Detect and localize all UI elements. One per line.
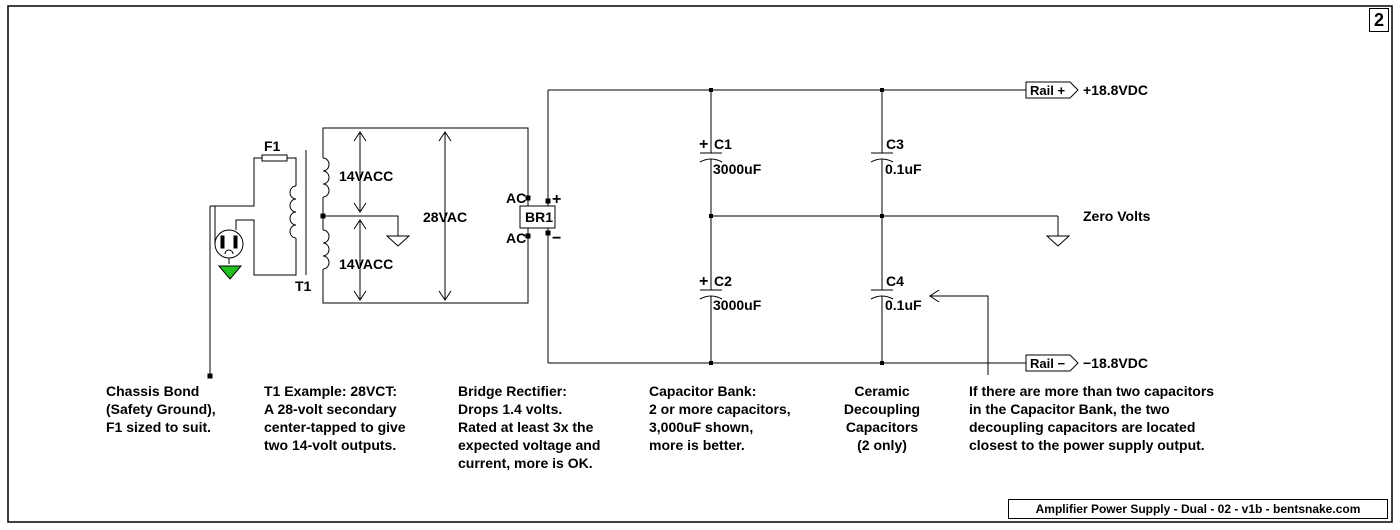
label-ac-top: AC (506, 190, 526, 206)
note-chassis-bond: Chassis Bond (Safety Ground), F1 sized t… (106, 383, 216, 435)
label-bridge-plus: + (552, 191, 561, 208)
label-zero-volts: Zero Volts (1083, 208, 1151, 224)
arrow-14vacc-bottom (353, 219, 367, 301)
rail-negative-tag (1025, 354, 1079, 372)
label-c3-value: 0.1uF (885, 161, 922, 177)
ac-outlet (214, 229, 244, 259)
title-block: Amplifier Power Supply - Dual - 02 - v1b… (1008, 499, 1388, 519)
ground-icon-center-tap (385, 235, 411, 247)
arrow-28vac (438, 131, 452, 301)
label-br1: BR1 (525, 209, 553, 225)
label-bridge-minus: − (552, 230, 561, 247)
arrow-14vacc-top (353, 131, 367, 213)
label-rail-positive-voltage: +18.8VDC (1083, 82, 1148, 98)
bridge-rectifier-br1 (519, 205, 556, 229)
note-capacitor-bank: Capacitor Bank: 2 or more capacitors, 3,… (649, 383, 791, 453)
label-c1-plus: + (699, 136, 708, 153)
wire-fuse-out (287, 157, 297, 186)
label-c2-plus: + (699, 273, 708, 290)
sheet-number: 2 (1369, 8, 1389, 32)
note-transformer: T1 Example: 28VCT: A 28-volt secondary c… (264, 383, 406, 453)
label-c2-value: 3000uF (713, 297, 762, 313)
label-c3: C3 (886, 136, 904, 152)
label-c4: C4 (886, 273, 904, 289)
chassis-bond-terminal (207, 373, 213, 379)
note-decoupling-placement: If there are more than two capacitors in… (969, 383, 1215, 453)
ground-icon-zero-volts (1045, 235, 1071, 247)
label-28vac: 28VAC (423, 209, 467, 225)
sheet-border (7, 5, 1393, 523)
transformer-primary (289, 185, 297, 239)
transformer-secondary-top (322, 157, 330, 198)
label-rail-negative-voltage: −18.8VDC (1083, 355, 1148, 371)
label-t1: T1 (295, 278, 312, 294)
label-c4-value: 0.1uF (885, 297, 922, 313)
earth-ground-icon (217, 265, 243, 280)
note-ceramic-decoupling: Ceramic Decoupling Capacitors (2 only) (843, 383, 921, 453)
rail-positive-tag (1025, 81, 1079, 99)
label-14vacc-bottom: 14VACC (339, 256, 393, 272)
label-14vacc-top: 14VACC (339, 168, 393, 184)
label-c2: C2 (714, 273, 732, 289)
label-ac-bottom: AC (506, 230, 526, 246)
label-c1-value: 3000uF (713, 161, 762, 177)
wire-neutral (235, 219, 297, 276)
fuse-f1 (261, 154, 288, 162)
label-rail-positive-tag: Rail + (1030, 83, 1065, 98)
label-f1: F1 (264, 138, 281, 154)
label-c1: C1 (714, 136, 732, 152)
note-bridge-rectifier: Bridge Rectifier: Drops 1.4 volts. Rated… (458, 383, 601, 471)
decoupling-pointer (930, 295, 989, 375)
transformer-secondary-bottom (322, 229, 330, 270)
junction-dots (709, 88, 884, 365)
wire-center-tap (323, 215, 399, 236)
wire-hot (214, 157, 262, 244)
label-rail-negative-tag: Rail − (1030, 356, 1065, 371)
